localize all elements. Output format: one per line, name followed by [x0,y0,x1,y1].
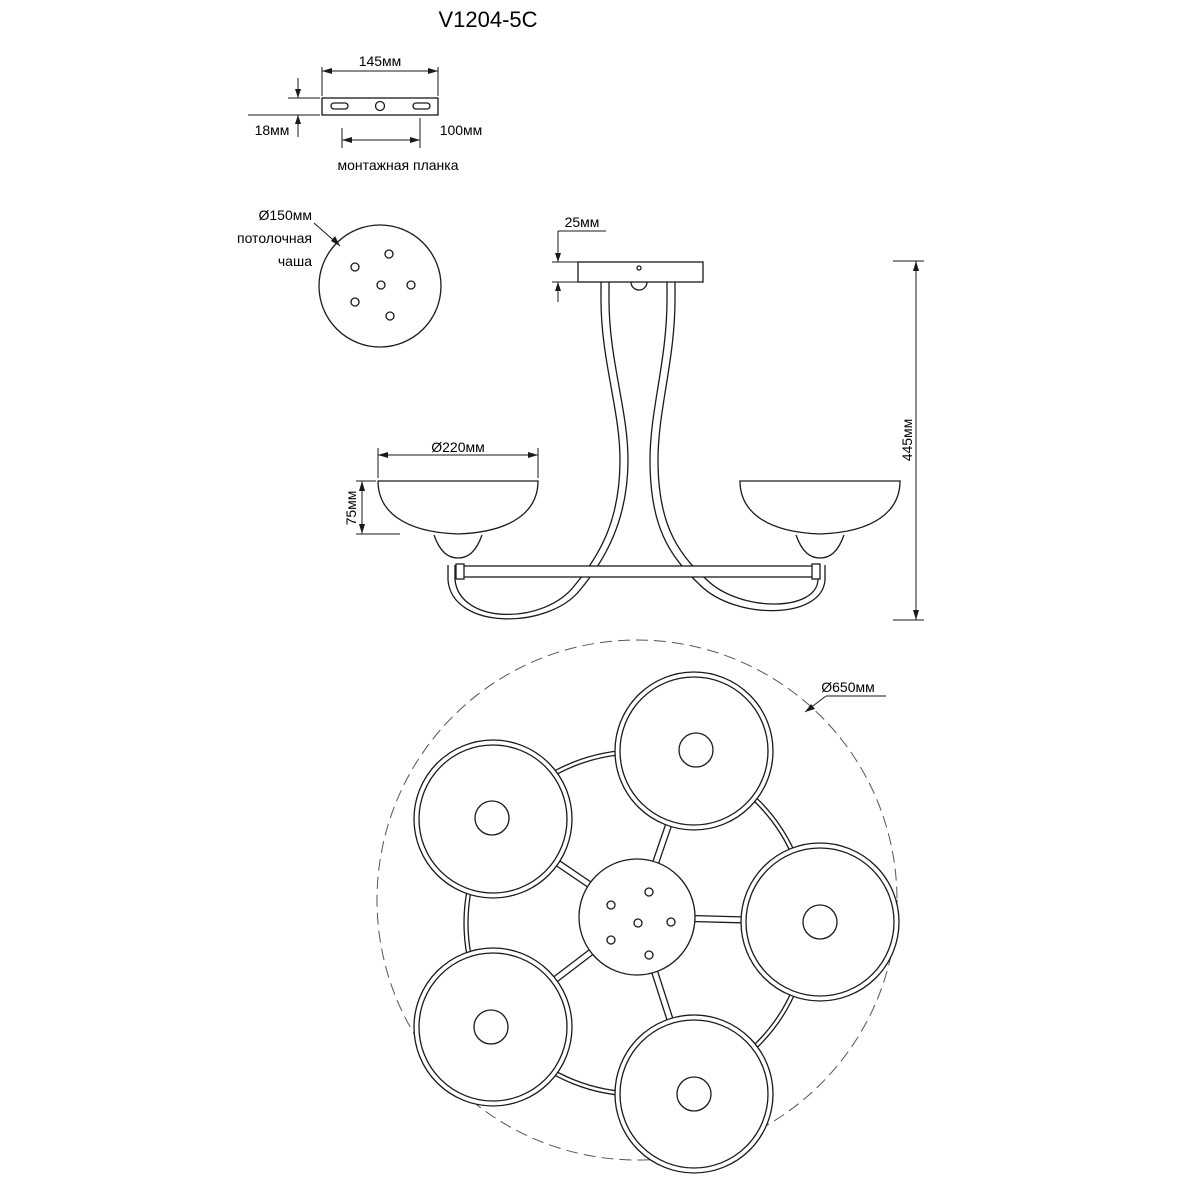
shade-socket [802,904,838,940]
cup-hole [606,935,616,945]
cup-hole [350,262,360,272]
shade-top-4 [413,947,573,1107]
shade-outer-rim [614,671,774,831]
plate-center-hole [374,100,386,112]
shade-right [739,480,901,535]
cup-hole [606,900,616,910]
plate-width-label: 145мм [359,53,402,69]
arrow-head [913,610,919,620]
arrow-head [555,282,561,291]
arrow-head [378,452,388,458]
arrow-head [359,481,365,491]
spoke-5 [648,965,671,1029]
shade-top-3 [740,842,900,1002]
shade-top-2 [413,739,573,899]
arrow-head [913,261,919,271]
stem-right-outer [649,282,826,612]
cup-hole [644,950,654,960]
overall-diameter-circle [376,639,898,1161]
shade-top-1 [614,671,774,831]
cup-hole [644,887,654,897]
shade-socket [473,1009,509,1045]
top-view: Ø650мм [376,639,900,1174]
cup-hole [406,280,416,290]
shade-left [377,480,539,535]
shade-inner-rim [418,744,568,894]
shade-inner-rim [619,676,769,826]
arrow-head [805,704,815,712]
cup-hole [376,280,386,290]
shade-socket [676,1076,712,1112]
center-ceiling-cup [578,858,696,976]
cup-height-label: 25мм [565,214,600,230]
cup-hole [666,917,676,927]
ceiling-cup-view: Ø150мм потолочная чаша [237,207,442,348]
shade-inner-rim [619,1019,769,1169]
stem-left-outer [454,282,621,616]
shade-outer-rim [614,1014,774,1174]
arrow-head [322,68,332,74]
bar-end-right [811,563,821,580]
ceiling-cup-caption-line1: потолочная [237,230,312,246]
arrow-head [342,137,352,143]
side-view: 25мм Ø220мм 75мм [343,214,924,621]
shade-outer-rim [413,739,573,899]
mounting-plate-view: 145мм 18мм 100мм монтажная планка [248,53,482,173]
socket-left [433,534,483,559]
shade-height-label: 75мм [343,491,359,526]
spoke-3 [687,914,751,918]
socket-right [795,534,845,559]
cup-hole [385,311,395,321]
ceiling-cup-diameter-label: Ø150мм [259,207,313,223]
mounting-plate-caption: монтажная планка [337,157,458,173]
shade-diameter-label: Ø220мм [431,439,485,455]
horizontal-bar [461,565,815,578]
arrow-head [410,137,420,143]
ceiling-cup [318,224,442,348]
model-title: V1204-5C [438,7,537,32]
shade-top-5 [614,1014,774,1174]
overall-diameter-label: Ø650мм [821,679,875,695]
cup-hole [350,297,360,307]
arrow-head [359,524,365,534]
arrow-head [428,68,438,74]
ceiling-cup-side [577,261,704,283]
cup-nut [630,281,648,291]
arrow-head [528,452,538,458]
arrow-head [295,89,301,98]
spoke-4 [546,944,596,983]
shade-socket [474,800,510,836]
shade-outer-rim [740,842,900,1002]
cup-hole [633,918,643,928]
mounting-plate [321,97,439,116]
spoke-4 [550,949,600,988]
arrow-head [331,236,340,246]
plate-slot-right [412,102,431,110]
spoke-3 [686,920,750,924]
shade-socket [678,732,714,768]
ceiling-cup-caption-line2: чаша [278,253,312,269]
bar-end-left [455,563,465,580]
shade-inner-rim [418,952,568,1102]
cup-screw [636,265,642,271]
arrow-head [295,115,301,124]
total-height-label: 445мм [899,419,915,462]
plate-height-label: 18мм [255,122,290,138]
stem-left-inner [447,282,629,620]
spoke-5 [654,963,677,1027]
shade-inner-rim [745,847,895,997]
hole-spacing-label: 100мм [440,122,483,138]
stem-right-inner [657,282,819,605]
shade-outer-rim [413,947,573,1107]
plate-slot-left [330,102,349,110]
cup-hole [384,249,394,259]
arrow-head [555,253,561,262]
